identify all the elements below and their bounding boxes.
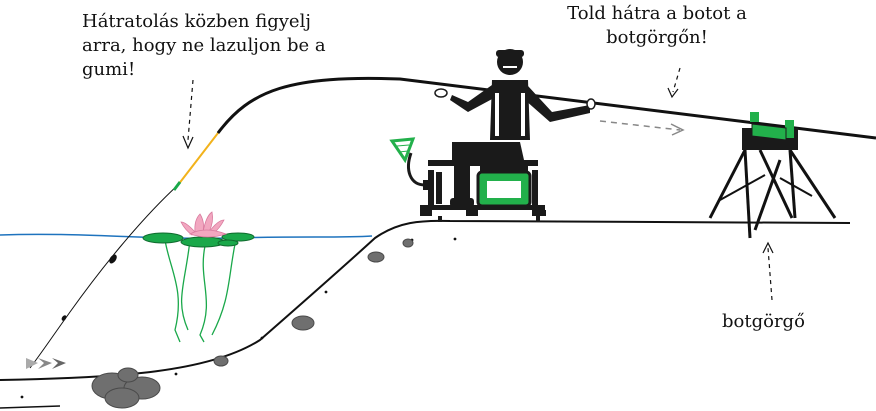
fishing-line <box>29 184 179 369</box>
rod-roller-stand <box>708 112 837 239</box>
lake-bed-dots <box>20 237 457 399</box>
rubber-warning-note: Hátratolás közben figyelj arra, hogy ne … <box>82 10 326 82</box>
rod-tip-joint <box>172 181 182 191</box>
pointer-top-note <box>672 67 681 93</box>
push-rod-note: Told hátra a botot a botgörgőn! <box>532 2 782 50</box>
line-weights <box>61 254 117 321</box>
angler-figure <box>434 49 596 207</box>
rubber-warning-line-1: Hátratolás közben figyelj <box>82 11 311 32</box>
pointer-roller <box>767 247 773 301</box>
pointer-left-note <box>187 79 194 141</box>
push-rod-line-1: Told hátra a botot a <box>567 3 747 24</box>
push-rod-line-2: botgörgőn! <box>606 27 708 48</box>
stones <box>91 238 414 409</box>
bank-profile <box>0 219 851 381</box>
ground-extension <box>0 405 61 409</box>
rubber-warning-line-3: gumi! <box>82 59 136 80</box>
seat-box <box>420 160 546 222</box>
lily-flower <box>180 211 228 238</box>
landing-net-icon <box>389 137 433 190</box>
push-direction-arrow <box>599 120 681 131</box>
rubber-warning-line-2: arra, hogy ne lazuljon be a <box>82 35 326 56</box>
roller-label-text: botgörgő <box>722 311 805 332</box>
water-surface-line <box>0 233 373 240</box>
rod-tip <box>177 132 219 186</box>
roller-label: botgörgő <box>722 310 805 334</box>
fish-icon <box>26 358 66 369</box>
water-lily <box>142 211 255 343</box>
